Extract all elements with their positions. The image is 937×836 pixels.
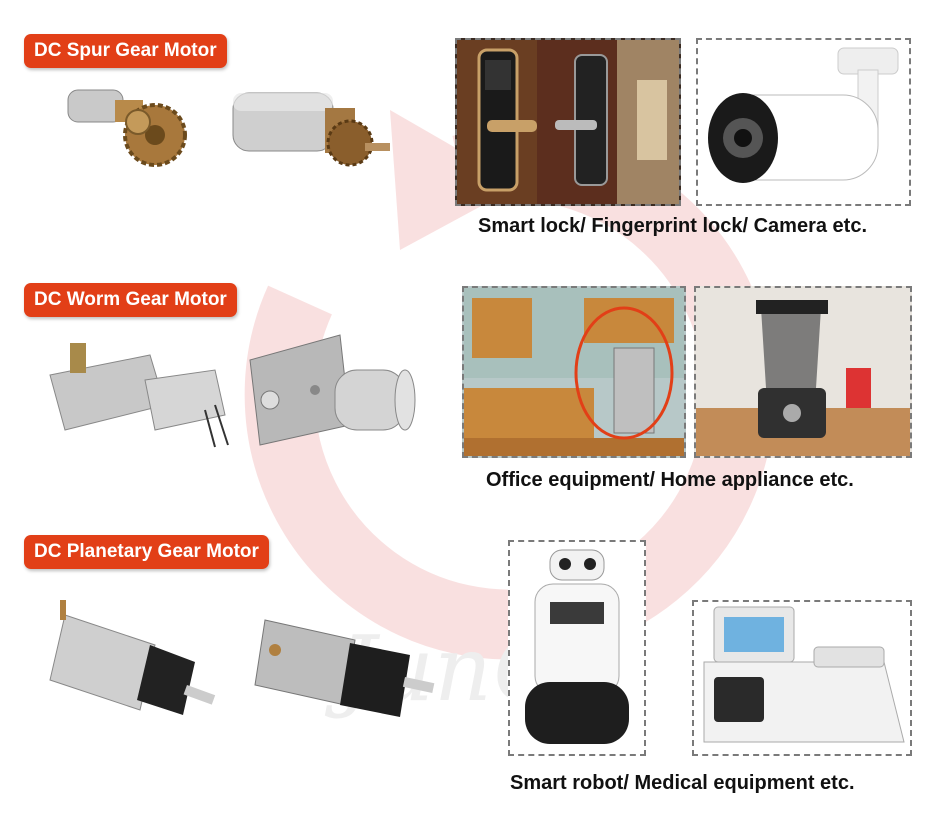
blender-icon xyxy=(696,288,910,456)
planetary-gear-motor-icon xyxy=(49,600,216,715)
camera-image xyxy=(696,38,911,206)
planetary-gear-motor-icon xyxy=(254,619,435,717)
worm-gear-motor-icon xyxy=(49,343,229,448)
smart-lock-image xyxy=(455,38,681,206)
worm-gear-motor-icon xyxy=(249,334,416,446)
spur-gear-motor-icon xyxy=(67,89,187,167)
spur-gear-label: DC Spur Gear Motor xyxy=(24,34,227,68)
kitchen-icon xyxy=(464,288,684,456)
robot-image xyxy=(508,540,646,756)
planetary-applications-caption: Smart robot/ Medical equipment etc. xyxy=(510,772,855,794)
worm-applications-caption: Office equipment/ Home appliance etc. xyxy=(486,469,854,491)
robot-icon xyxy=(525,549,629,744)
spur-gear-motor-icon xyxy=(232,92,390,167)
medical-device-image xyxy=(692,600,912,756)
worm-gear-label: DC Worm Gear Motor xyxy=(24,283,237,317)
kitchen-image xyxy=(462,286,686,458)
blender-image xyxy=(694,286,912,458)
medical-analyzer-icon xyxy=(703,606,905,743)
spur-applications-caption: Smart lock/ Fingerprint lock/ Camera etc… xyxy=(478,215,868,237)
smart-lock-icon xyxy=(457,40,679,204)
security-camera-icon xyxy=(708,47,899,183)
planetary-gear-label: DC Planetary Gear Motor xyxy=(24,535,269,569)
